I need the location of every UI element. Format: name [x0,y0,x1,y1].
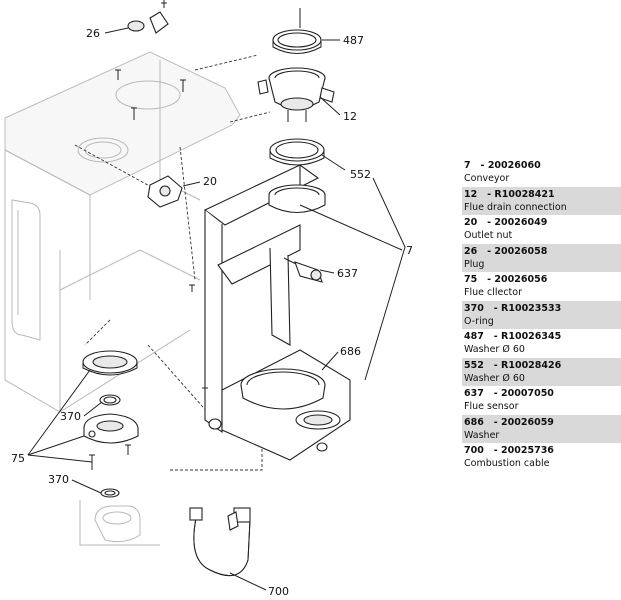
legend-code: 20026060 [487,160,541,171]
legend-code: 20026058 [494,245,548,257]
legend-row: 637 - 20007050 Flue sensor [462,386,621,415]
legend-desc: Conveyor [464,173,510,184]
legend-num: 686 [464,416,484,428]
legend-code: R10023533 [501,302,562,314]
legend-num: 75 [464,274,478,285]
legend-row: 7 - 20026060 Conveyor [462,158,621,187]
legend-code: 20026049 [494,217,548,228]
washer-487-part [272,29,322,54]
boiler-housing [4,51,271,546]
legend-desc: Plug [464,258,485,270]
legend-num: 637 [464,388,484,399]
legend-desc: Washer [464,429,500,441]
legend-row: 20 - 20026049 Outlet nut [462,215,621,244]
outlet-nut-part [147,175,183,208]
legend-row: 487 - R10026345 Washer Ø 60 [462,329,621,358]
legend-num: 7 [464,160,471,171]
legend-desc: Washer Ø 60 [464,344,525,355]
legend-desc: Flue sensor [464,401,519,412]
parts-legend: 7 - 20026060 Conveyor 12 - R10028421 Flu… [462,158,621,472]
legend-desc: Washer Ø 60 [464,372,525,384]
exploded-view-drawing: 26 487 12 20 552 7 637 686 370 75 370 70… [4,0,413,598]
legend-num: 370 [464,302,484,314]
callout-686: 686 [340,345,361,358]
callout-487: 487 [343,34,364,47]
legend-num: 26 [464,245,478,257]
legend-desc: Outlet nut [464,230,513,241]
legend-code: 20026059 [501,416,554,428]
legend-code: 20026056 [494,274,548,285]
callout-7: 7 [406,244,413,257]
callout-75: 75 [11,452,25,465]
legend-code: R10028426 [501,359,562,371]
flue-collector-part [82,350,139,498]
callout-26: 26 [86,27,100,40]
flue-drain-connection-part [257,8,335,122]
legend-num: 700 [464,445,484,456]
legend-code: R10026345 [501,331,562,342]
legend-code: 20007050 [501,388,554,399]
plug-part [127,11,169,34]
combustion-cable-part [189,507,251,577]
legend-row: 26 - 20026058 Plug [462,243,621,272]
legend-row: 686 - 20026059 Washer [462,414,621,443]
callout-20: 20 [203,175,217,188]
callout-637: 637 [337,267,358,280]
legend-desc: O-ring [464,315,494,327]
legend-num: 20 [464,217,478,228]
legend-row: 12 - R10028421 Flue drain connection [462,186,621,215]
leader-lines [27,27,406,591]
conveyor-part [189,164,351,461]
legend-desc: Flue drain connection [464,201,567,213]
legend-code: R10028421 [494,188,555,200]
callout-370-upper: 370 [60,410,81,423]
legend-row: 370 - R10023533 O-ring [462,300,621,329]
flue-sensor-part [283,257,323,283]
legend-num: 12 [464,188,478,200]
legend-num: 487 [464,331,484,342]
legend-row: 552 - R10028426 Washer Ø 60 [462,357,621,386]
washer-552-part [269,138,325,166]
legend-row: 700 - 20025736 Combustion cable [462,443,621,472]
housing-screws [115,0,186,120]
callout-552: 552 [350,168,371,181]
callout-370-lower: 370 [48,473,69,486]
callout-12: 12 [343,110,357,123]
legend-code: 20025736 [501,445,554,456]
callout-700: 700 [268,585,289,598]
legend-row: 75 - 20026056 Flue cllector [462,272,621,301]
legend-num: 552 [464,359,484,371]
legend-desc: Combustion cable [464,458,550,469]
legend-desc: Flue cllector [464,287,523,298]
